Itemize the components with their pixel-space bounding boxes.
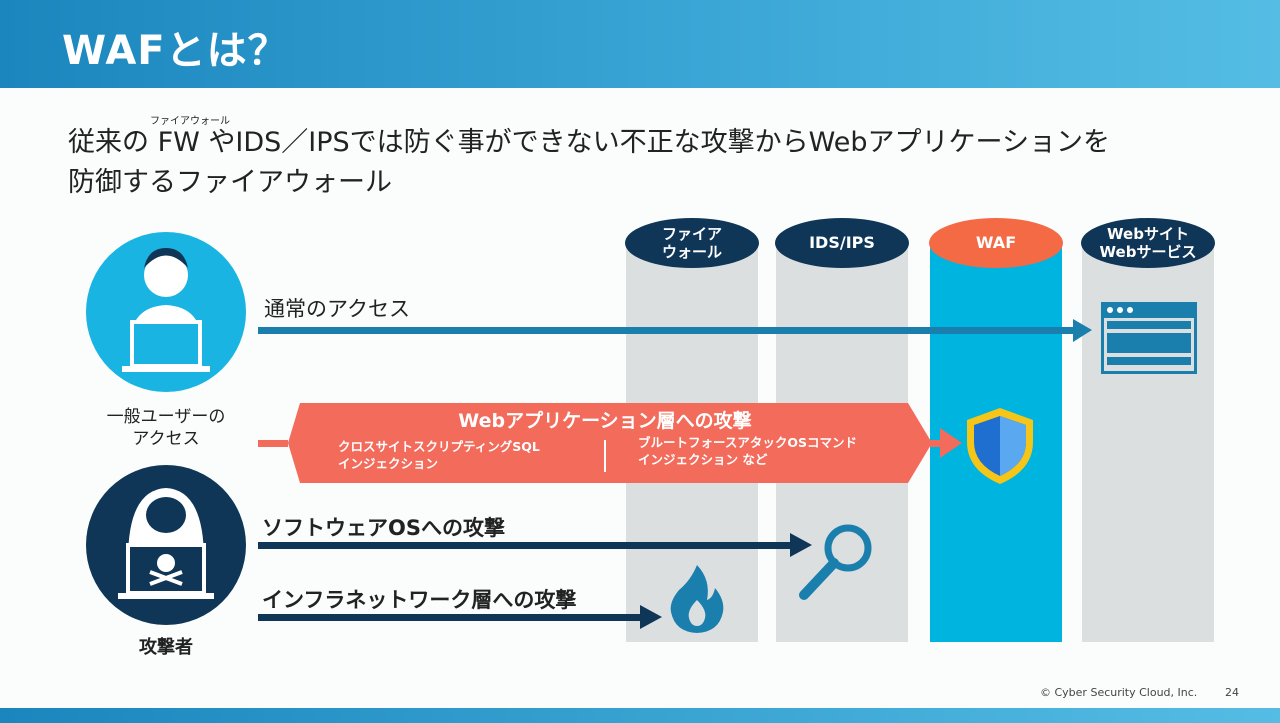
network-attack-label: インフラネットワーク層への攻撃 [262,588,577,612]
browser-window-icon [1101,302,1197,374]
magnifier-icon [799,524,872,600]
os-attack-label: ソフトウェアOSへの攻撃 [262,516,505,540]
os-attack-arrow [258,533,812,557]
subtitle-line-1: 従来の FW やIDS／IPSでは防ぐ事ができない不正な攻撃からWebアプリケー… [68,127,1110,158]
page-number: 24 [1225,686,1239,699]
network-attack-arrow [258,605,662,629]
ids-ips-label: IDS/IPS [775,218,909,268]
website-label: Webサイト Webサービス [1081,218,1215,268]
flame-icon [670,565,724,633]
ruby-annotation: ファイアウォール [150,116,230,127]
web-attack-banner [258,403,962,483]
shield-icon [967,408,1033,484]
web-attack-title: Webアプリケーション層への攻撃 [458,410,752,432]
user-icon [86,232,246,392]
user-label: 一般ユーザーの アクセス [106,407,226,449]
subtitle-line-2: 防御するファイアウォール [68,167,392,198]
slide-title: WAFとは？ [62,28,289,74]
normal-access-label: 通常のアクセス [264,297,410,321]
header-bar [0,0,1280,88]
waf-label: WAF [929,218,1063,268]
normal-access-arrow [258,319,1092,342]
attacker-icon [86,465,246,625]
copyright: © Cyber Security Cloud, Inc. [1040,686,1198,699]
firewall-label: ファイア ウォール [625,218,759,268]
attacker-label: 攻撃者 [139,637,193,658]
footer-bar [0,708,1280,723]
web-attack-left: クロスサイトスクリプティングSQL インジェクション [338,439,540,471]
web-attack-right: ブルートフォースアタックOSコマンド インジェクション など [638,435,858,467]
